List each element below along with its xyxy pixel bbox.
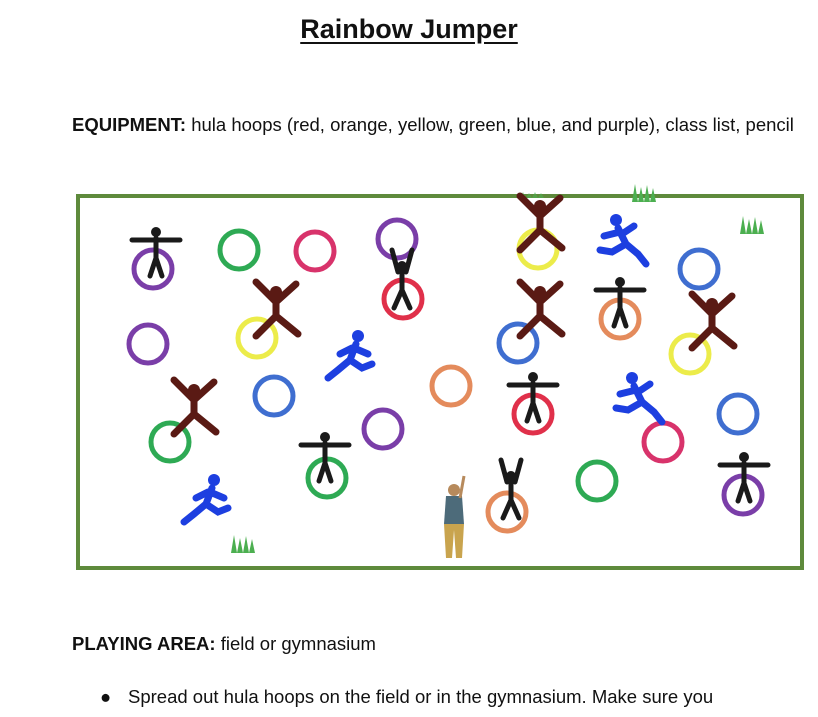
kid-figure-icon	[506, 372, 560, 424]
bullet-icon: ●	[100, 686, 112, 707]
kid-figure-icon	[688, 290, 738, 352]
hoop-orange	[485, 490, 529, 534]
hoop-red	[511, 392, 555, 436]
kid-figure-icon	[593, 277, 647, 329]
teacher-figure-icon	[444, 475, 466, 558]
hoop-yellow	[668, 332, 712, 376]
kid-figure-icon	[252, 278, 302, 340]
equipment-label: EQUIPMENT:	[72, 114, 187, 135]
hoop-blue	[677, 247, 721, 291]
hoop-green	[575, 459, 619, 503]
field-border	[76, 194, 804, 570]
kid-figure-icon	[170, 376, 220, 438]
kid-figure-icon	[516, 192, 566, 254]
kid-figure-icon	[180, 474, 232, 526]
bullet-text: Spread out hula hoops on the field or in…	[128, 686, 714, 707]
playing-area-text: field or gymnasium	[215, 633, 376, 654]
hoop-red	[381, 277, 425, 321]
hoop-blue	[716, 392, 760, 436]
kid-figure-icon	[389, 247, 415, 311]
kid-figure-icon	[717, 452, 771, 504]
hoop-pink	[293, 229, 337, 273]
kid-figure-icon	[516, 278, 566, 340]
kid-figure-icon	[498, 457, 524, 521]
hoop-yellow	[516, 227, 560, 271]
hoop-yellow	[235, 316, 279, 360]
kid-figure-icon	[324, 330, 376, 382]
equipment-text: hula hoops (red, orange, yellow, green, …	[186, 114, 794, 135]
hoop-orange	[598, 297, 642, 341]
hoop-green	[217, 228, 261, 272]
hoop-purple	[721, 473, 765, 517]
kid-figure-icon	[596, 214, 650, 268]
hula-hoops	[126, 217, 765, 534]
hoop-purple	[126, 322, 170, 366]
standing-kid-figures	[129, 227, 771, 521]
kid-figure-icon	[129, 227, 183, 279]
kid-figure-icon	[298, 432, 352, 484]
playing-area-paragraph: PLAYING AREA: field or gymnasium	[72, 633, 376, 655]
equipment-paragraph: EQUIPMENT: hula hoops (red, orange, yell…	[72, 111, 797, 138]
hoop-orange	[429, 364, 473, 408]
hoop-purple	[361, 407, 405, 451]
page-title: Rainbow Jumper	[300, 14, 518, 44]
hoop-pink	[641, 420, 685, 464]
star-jump-figures	[170, 192, 738, 438]
kid-figure-icon	[612, 372, 666, 426]
hoop-green	[148, 420, 192, 464]
hoop-purple	[131, 247, 175, 291]
hoop-blue	[496, 321, 540, 365]
running-figures	[180, 214, 666, 526]
playing-area-label: PLAYING AREA:	[72, 633, 216, 654]
grass-tuft-icon	[231, 184, 764, 553]
hoop-blue	[252, 374, 296, 418]
hoop-green	[305, 456, 349, 500]
hoop-purple	[375, 217, 419, 261]
